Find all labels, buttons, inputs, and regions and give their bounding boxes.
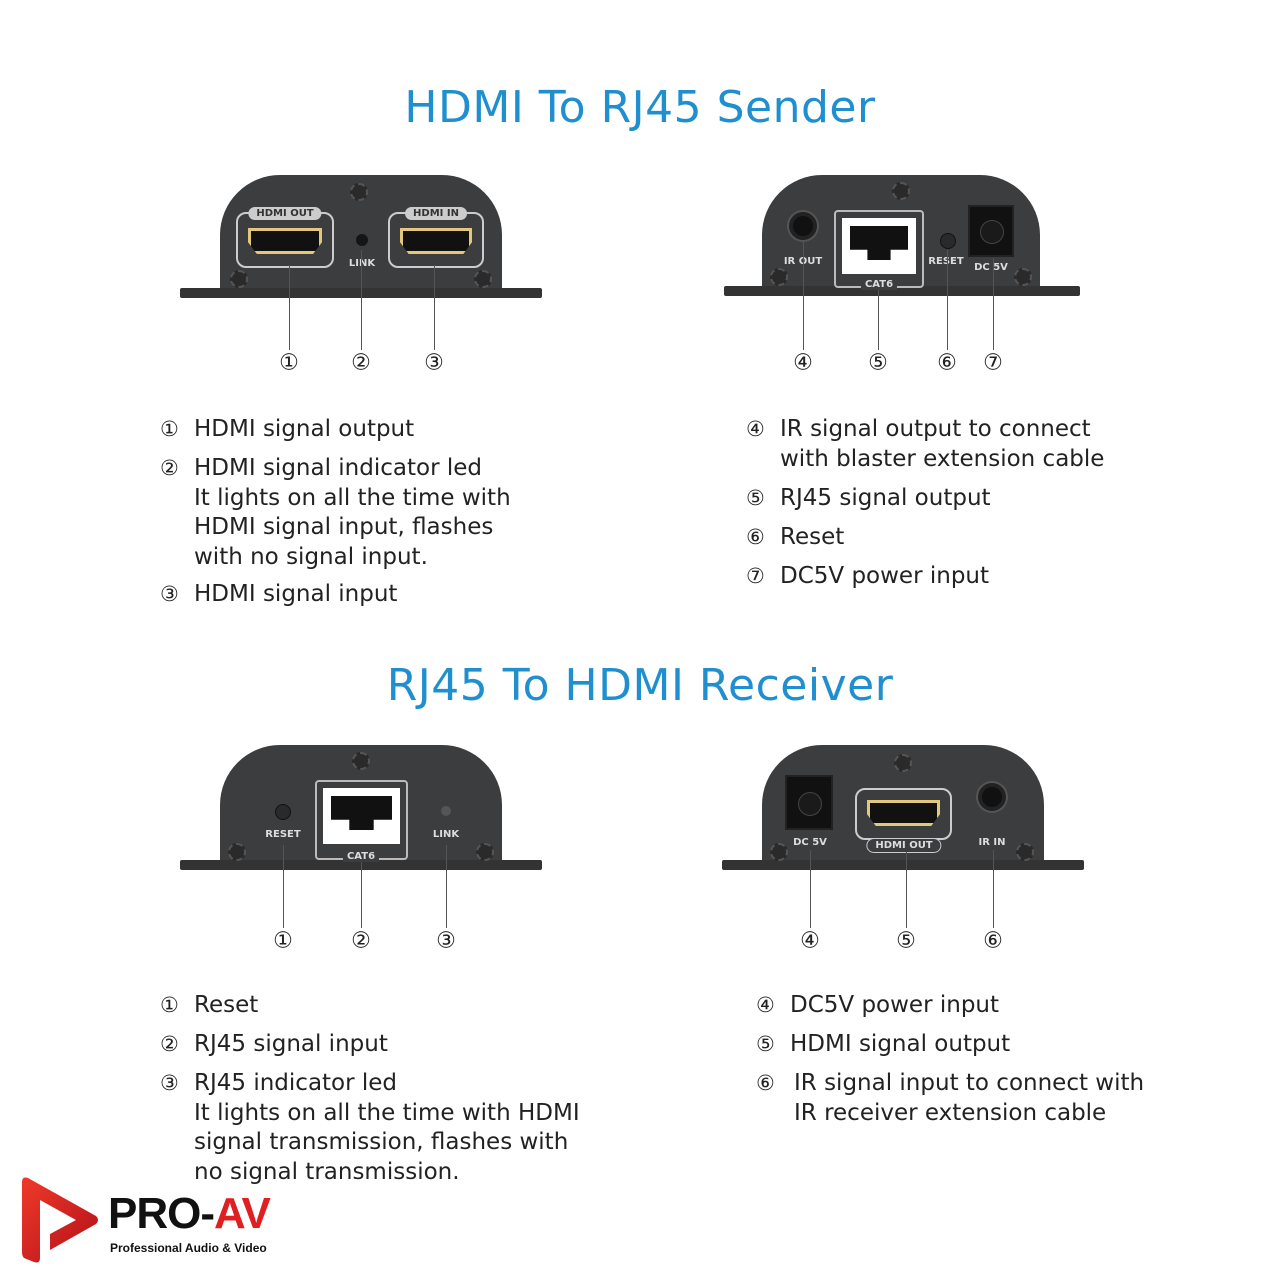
hdmi-in-label: HDMI IN: [405, 207, 467, 220]
logo-brand: PRO-: [108, 1189, 215, 1238]
cat6-label: CAT6: [860, 279, 898, 290]
ir-in-label: IR IN: [978, 837, 1006, 848]
dc5v-label: DC 5V: [974, 262, 1008, 273]
cat6-label: CAT6: [342, 851, 380, 862]
reset-label: RESET: [928, 256, 964, 267]
sender-title: HDMI To RJ45 Sender: [404, 82, 876, 133]
callout-5: ⑤: [868, 350, 888, 376]
hdmi-out-label: HDMI OUT: [866, 838, 942, 853]
logo-brand-accent: AV: [214, 1189, 271, 1238]
logo-tagline: Professional Audio & Video: [110, 1241, 267, 1255]
callout-2: ②: [351, 928, 371, 954]
callout-3: ③: [436, 928, 456, 954]
logo-mark-icon: [22, 1177, 98, 1263]
hdmi-out-port: [855, 788, 952, 840]
callout-6: ⑥: [983, 928, 1003, 954]
receiver-title: RJ45 To HDMI Receiver: [386, 660, 894, 711]
callout-2: ②: [351, 350, 371, 376]
ir-in-jack: [978, 783, 1006, 811]
callout-3: ③: [424, 350, 444, 376]
callout-4: ④: [793, 350, 813, 376]
link-led: [356, 234, 368, 246]
ir-out-jack: [789, 212, 817, 240]
callout-7: ⑦: [983, 350, 1003, 376]
link-led: [441, 806, 451, 816]
reset-button: [275, 804, 291, 820]
callout-5: ⑤: [896, 928, 916, 954]
hdmi-in-port: [388, 212, 484, 268]
dc-power-jack: [785, 775, 833, 830]
rj45-port: [834, 210, 924, 288]
callout-6: ⑥: [937, 350, 957, 376]
reset-button: [940, 233, 956, 249]
hdmi-out-port: [236, 212, 334, 268]
callout-1: ①: [273, 928, 293, 954]
hdmi-out-label: HDMI OUT: [248, 207, 322, 220]
callout-4: ④: [800, 928, 820, 954]
link-label: LINK: [348, 258, 376, 269]
dc-power-jack: [968, 205, 1014, 257]
callout-1: ①: [279, 350, 299, 376]
link-label: LINK: [432, 829, 460, 840]
dc5v-label: DC 5V: [793, 837, 827, 848]
reset-label: RESET: [265, 829, 301, 840]
rj45-port: [315, 780, 408, 860]
